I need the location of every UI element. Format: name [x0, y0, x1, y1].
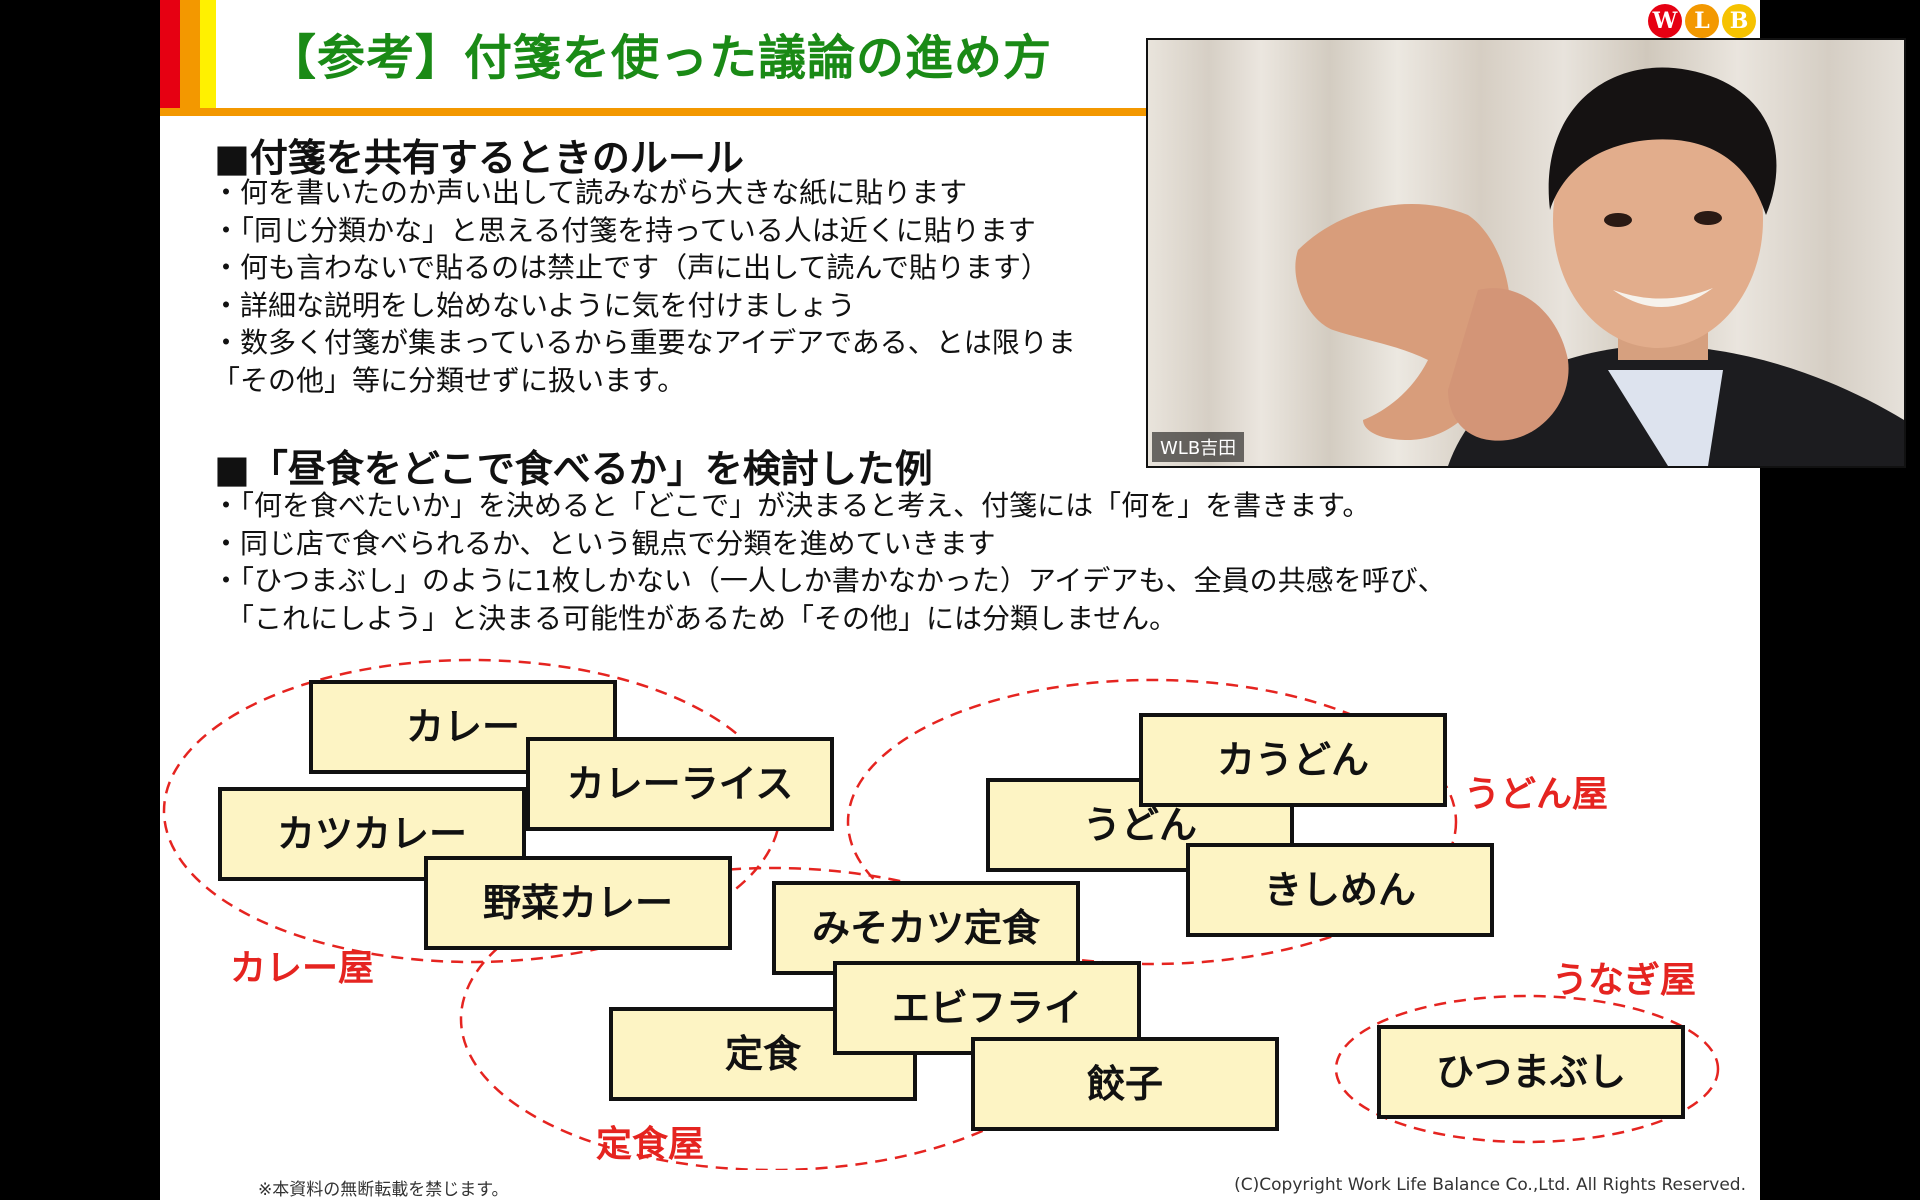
title-stripe-yellow	[200, 0, 216, 112]
sticky-text-ebi-fry: エビフライ	[892, 986, 1082, 1030]
sticky-note-ka-udon: カうどん	[1139, 713, 1447, 807]
example-bullet: 「これにしよう」と決まる可能性があるため「その他」には分類しません。	[212, 601, 1178, 635]
sticky-text-gyoza: 餃子	[1087, 1062, 1163, 1106]
section-heading-example: ■「昼食をどこで食べるか」を検討した例	[214, 447, 933, 491]
title-underline	[160, 108, 1760, 116]
sticky-text-vegetable-curry: 野菜カレー	[483, 881, 673, 925]
sticky-note-miso-katsu: みそカツ定食	[772, 881, 1080, 975]
wlb-logo: W L B	[1648, 4, 1756, 40]
section-heading-rules: ■付箋を共有するときのルール	[214, 136, 744, 180]
sticky-text-hitsumabushi: ひつまぶし	[1436, 1050, 1626, 1094]
group-label-curry-shop: カレー屋	[230, 948, 374, 989]
video-tile[interactable]: WLB吉田	[1146, 38, 1906, 468]
title-stripe-red	[160, 0, 180, 112]
slide-title: 【参考】付箋を使った議論の進め方	[268, 30, 1053, 86]
sticky-note-curry-rice: カレーライス	[526, 737, 834, 831]
sticky-note-vegetable-curry: 野菜カレー	[424, 856, 732, 950]
example-bullet: ・「何を食べたいか」を決めると「どこで」が決まると考え、付箋には「何を」を書きま…	[212, 489, 1371, 522]
group-label-unagi-shop: うなぎ屋	[1552, 960, 1696, 1001]
participant-video-feed	[1295, 67, 1904, 466]
sticky-text-kishimen: きしめん	[1264, 868, 1416, 912]
sticky-text-curry-rice: カレーライス	[567, 762, 794, 806]
sticky-note-gyoza: 餃子	[971, 1037, 1279, 1131]
sticky-note-kishimen: きしめん	[1186, 843, 1494, 937]
sticky-text-katsu-curry: カツカレー	[277, 812, 467, 856]
rules-bullet: ・何も言わないで貼るのは禁止です（声に出して読んで貼ります）	[212, 251, 1049, 284]
rules-bullet: ・何を書いたのか声い出して読みながら大きな紙に貼ります	[212, 176, 968, 209]
logo-letter-w: W	[1648, 4, 1682, 38]
group-outline-udon	[846, 678, 1458, 966]
rules-bullet: ・詳細な説明をし始めないように気を付けましょう	[212, 288, 856, 322]
rules-bullet-list: ・何を書いたのか声い出して読みながら大きな紙に貼ります ・「同じ分類かな」と思え…	[212, 174, 1076, 399]
sticky-text-miso-katsu: みそカツ定食	[812, 906, 1041, 950]
sticky-note-teishoku: 定食	[609, 1007, 917, 1101]
rules-bullet: ・「同じ分類かな」と思える付箋を持っている人は近くに貼ります	[212, 213, 1036, 247]
sticky-text-curry: カレー	[406, 705, 520, 749]
rules-bullet: 「その他」等に分類せずに扱います。	[212, 363, 686, 397]
logo-letter-b: B	[1722, 4, 1756, 38]
copy-prohibited-note: ※本資料の無断転載を禁じます。	[258, 1180, 509, 1200]
rules-bullet: ・数多く付箋が集まっているから重要なアイデアである、とは限りま	[212, 326, 1076, 359]
group-outline-unagi	[1334, 994, 1720, 1144]
group-label-teishoku-shop: 定食屋	[596, 1124, 704, 1165]
group-label-udon-shop: うどん屋	[1464, 774, 1608, 815]
copyright-note: (C)Copyright Work Life Balance Co.,Ltd. …	[1234, 1175, 1746, 1195]
sticky-note-hitsumabushi: ひつまぶし	[1377, 1025, 1685, 1119]
participant-name-label: WLB吉田	[1152, 432, 1245, 462]
sticky-note-diagram: カレー カレーライス カツカレー 野菜カレー みそカツ定食 定食	[162, 658, 1720, 1170]
example-bullet: ・「ひつまぶし」のように1枚しかない（一人しか書かなかった）アイデアも、全員の共…	[212, 564, 1446, 597]
sticky-text-teishoku: 定食	[725, 1032, 802, 1076]
logo-letter-l: L	[1685, 4, 1719, 38]
title-stripe-orange	[180, 0, 200, 112]
sticky-text-udon: うどん	[1083, 803, 1197, 847]
example-bullet-list: ・「何を食べたいか」を決めると「どこで」が決まると考え、付箋には「何を」を書きま…	[212, 487, 1446, 637]
sticky-text-ka-udon: カうどん	[1217, 738, 1369, 782]
example-bullet: ・同じ店で食べられるか、という観点で分類を進めていきます	[212, 526, 996, 560]
